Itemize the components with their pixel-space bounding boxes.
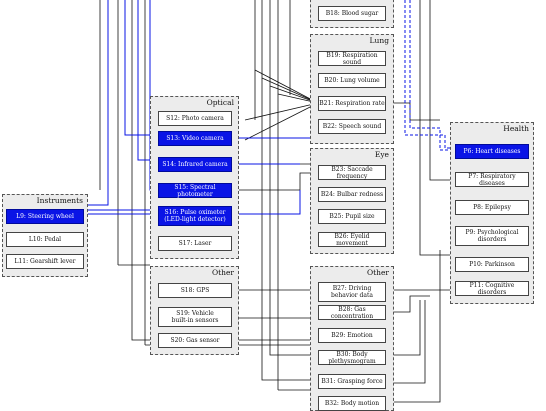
node-b27-driving-behavior[interactable]: B27: Driving behavior data <box>318 282 386 302</box>
edge-line <box>269 300 319 357</box>
highlight-edge <box>409 0 455 151</box>
node-s13-video-camera[interactable]: S13: Video camera <box>158 131 232 146</box>
node-s18-gps[interactable]: S18: GPS <box>158 283 232 298</box>
group-title: Eye <box>374 150 389 159</box>
node-l11-gearshift-lever[interactable]: L11: Gearshift lever <box>6 254 84 269</box>
node-s17-laser[interactable]: S17: Laser <box>158 236 232 251</box>
node-s12-photo-camera[interactable]: S12: Photo camera <box>158 111 232 126</box>
highlight-edge <box>404 0 456 151</box>
node-s15-spectral-photometer[interactable]: S15: Spectral photometer <box>158 183 232 198</box>
edge-line <box>388 300 426 384</box>
node-b32-body-motion[interactable]: B32: Body motion <box>318 396 386 411</box>
node-b25-pupil-size[interactable]: B25: Pupil size <box>318 209 386 224</box>
highlight-edge <box>232 190 301 215</box>
node-b26-eyelid-movement[interactable]: B26: Eyelid movement <box>318 232 386 247</box>
edge-line <box>261 77 319 104</box>
edge-line <box>388 102 440 121</box>
group-title: Optical <box>206 98 234 107</box>
edge-line <box>429 0 456 182</box>
node-b20-lung-volume[interactable]: B20: Lung volume <box>318 73 386 88</box>
edge-line <box>388 300 421 356</box>
node-s19-vehicle-sensors[interactable]: S19: Vehicle built-in sensors <box>158 307 232 327</box>
group-title: Health <box>503 124 529 133</box>
node-b18-blood-sugar[interactable]: B18: Blood sugar <box>318 6 386 21</box>
group-title: Other <box>366 268 389 277</box>
node-s16-pulse-oximeter[interactable]: S16: Pulse oximeter (LED-light detector) <box>158 206 232 226</box>
node-b29-emotion[interactable]: B29: Emotion <box>318 328 386 343</box>
edge-line <box>261 200 319 382</box>
edge-line <box>244 101 319 121</box>
group-title: Instruments <box>36 196 83 205</box>
node-b21-respiration-rate[interactable]: B21: Respiration rate <box>318 96 386 111</box>
edge-line <box>131 320 150 341</box>
node-s20-gas-sensor[interactable]: S20: Gas sensor <box>158 333 232 348</box>
node-b31-grasping-force[interactable]: B31: Grasping force <box>318 374 386 389</box>
group-title: Lung <box>369 36 389 45</box>
highlight-edge <box>85 0 109 206</box>
node-l10-pedal[interactable]: L10: Pedal <box>6 232 84 247</box>
highlight-edge <box>124 0 158 136</box>
node-p8-epilepsy[interactable]: P8: Epilepsy <box>455 200 529 215</box>
node-p11-cognitive-disorders[interactable]: P11: Cognitive disorders <box>455 281 529 296</box>
node-b24-bulbar-redness[interactable]: B24: Bulbar redness <box>318 187 386 202</box>
edge-line <box>238 171 319 191</box>
node-b22-speech-sound[interactable]: B22: Speech sound <box>318 119 386 134</box>
edge-line <box>388 295 430 313</box>
edge-line <box>244 102 319 141</box>
node-b28-gas-concentration[interactable]: B28: Gas concentration <box>318 305 386 320</box>
node-l9-steering-wheel[interactable]: L9: Steering wheel <box>6 209 84 224</box>
node-p10-parkinson[interactable]: P10: Parkinson <box>455 257 529 272</box>
node-b23-saccade-frequency[interactable]: B23: Saccade frequency <box>318 165 386 180</box>
node-p9-psychological-disorders[interactable]: P9: Psychological disorders <box>455 226 529 246</box>
node-b19-respiration-sound[interactable]: B19: Respiration sound <box>318 51 386 66</box>
edge-line <box>388 250 441 403</box>
group-title: Other <box>211 268 234 277</box>
node-b30-body-plethysmogram[interactable]: B30: Body plethysmogram <box>318 350 386 365</box>
node-p6-heart-diseases[interactable]: P6: Heart diseases <box>455 144 529 159</box>
node-p7-respiratory-diseases[interactable]: P7: Respiratory diseases <box>455 172 529 187</box>
edge-line <box>254 69 319 104</box>
node-s14-infrared-camera[interactable]: S14: Infrared camera <box>158 157 232 172</box>
edge-line <box>419 0 456 257</box>
